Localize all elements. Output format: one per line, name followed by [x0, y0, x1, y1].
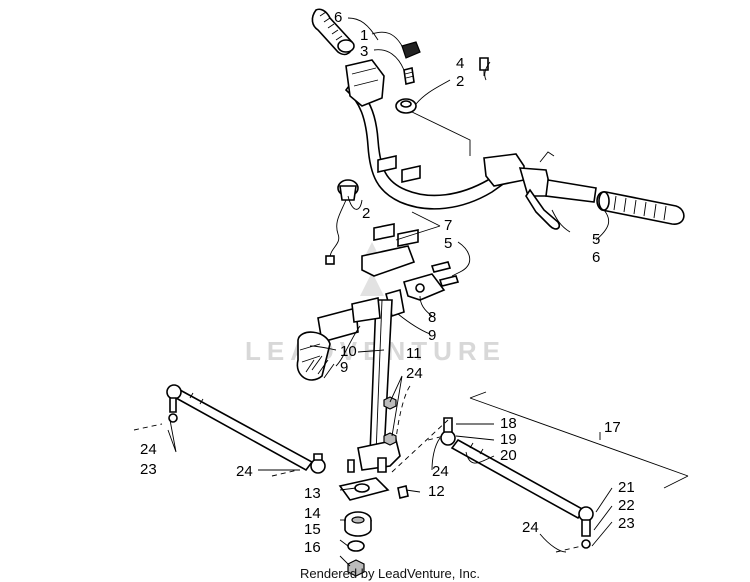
callout-14: 14 [304, 505, 321, 522]
callout-10: 10 [340, 343, 357, 360]
callout-2a: 2 [456, 73, 464, 90]
callout-5b: 5 [592, 231, 600, 248]
lower-bearing-flange [338, 477, 390, 501]
callout-5a: 5 [444, 235, 452, 252]
switch-button [401, 41, 421, 59]
callout-15: 15 [304, 521, 321, 538]
callout-18: 18 [500, 415, 517, 432]
callout-6a: 6 [334, 9, 342, 26]
callout-21: 21 [618, 479, 635, 496]
leader-lines [167, 17, 689, 567]
callout-23a: 23 [140, 461, 157, 478]
right-grip [596, 191, 685, 225]
callout-24c: 24 [236, 463, 253, 480]
kill-switch [325, 179, 359, 265]
right-tie-rod-end-inner [427, 417, 456, 446]
right-tie-rod [450, 438, 586, 520]
switch-screw [403, 67, 415, 85]
hatch-shadow [305, 355, 335, 379]
right-tie-rod-end-outer [555, 506, 594, 553]
callout-3: 3 [360, 43, 368, 60]
lower-nut [347, 559, 365, 577]
callout-2b: 2 [362, 205, 370, 222]
left-tie-rod-end-inner [310, 453, 326, 474]
callout-13: 13 [304, 485, 321, 502]
callout-23b: 23 [618, 515, 635, 532]
callout-19: 19 [500, 431, 517, 448]
bearing [344, 511, 372, 537]
bracket-bolts [430, 261, 460, 287]
callout-9a: 9 [428, 327, 436, 344]
steering-arm [357, 439, 401, 473]
steering-post [369, 299, 393, 455]
bolt-top [479, 57, 489, 76]
left-tie-rod [174, 388, 314, 472]
callout-24b: 24 [140, 441, 157, 458]
callout-1: 1 [360, 27, 368, 44]
callout-7: 7 [444, 217, 452, 234]
callout-12: 12 [428, 483, 445, 500]
upper-clamp [373, 155, 421, 247]
callout-9b: 9 [340, 359, 348, 376]
callout-16: 16 [304, 539, 321, 556]
callout-24a: 24 [406, 365, 423, 382]
lower-bolt [347, 459, 355, 473]
callout-17: 17 [604, 419, 621, 436]
left-grip [311, 8, 355, 56]
right-grip-sleeve [545, 179, 597, 203]
left-tie-rod-end-outer [166, 384, 182, 423]
callout-4: 4 [456, 55, 464, 72]
callout-labels: 6 1 3 4 2 2 7 5 5 6 8 9 10 9 11 24 17 18… [140, 9, 635, 556]
cotter-pins-left [133, 423, 299, 477]
left-mount-bracket [296, 297, 381, 381]
callout-11: 11 [406, 345, 422, 362]
callout-8: 8 [428, 309, 436, 326]
callout-22: 22 [618, 497, 635, 514]
callout-6b: 6 [592, 249, 600, 266]
callout-24e: 24 [522, 519, 539, 536]
left-switch-housing [345, 59, 385, 107]
stop-bolt [397, 485, 409, 499]
throttle-housing [483, 151, 561, 230]
washer [347, 540, 365, 552]
callout-24d: 24 [432, 463, 449, 480]
credit-text: Rendered by LeadVenture, Inc. [300, 566, 480, 581]
grommet [395, 98, 417, 114]
post-nuts [383, 396, 397, 446]
callout-20: 20 [500, 447, 517, 464]
